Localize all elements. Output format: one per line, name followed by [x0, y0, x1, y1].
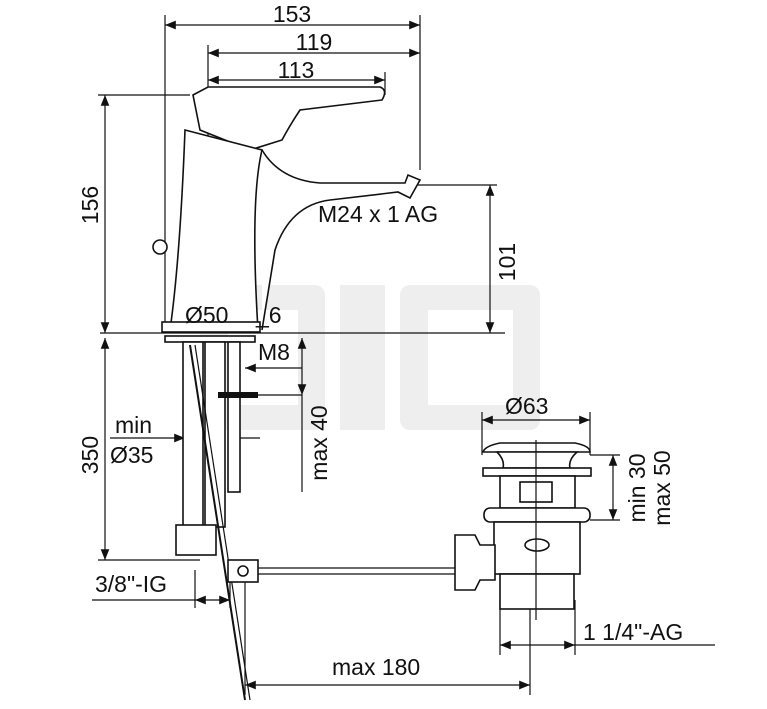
faucet-hoses [175, 341, 455, 701]
dim-101: 101 [494, 243, 520, 281]
dim-min-30: min 30 [624, 453, 650, 522]
dim-max-40: max 40 [306, 405, 332, 480]
hose-connection-label: 3/8"-IG [95, 571, 167, 597]
dim-base-diameter: Ø50 [185, 302, 228, 328]
dim-base-thickness: _6 [255, 302, 282, 328]
faucet-body [152, 86, 422, 343]
dim-max-50: max 50 [649, 450, 675, 525]
min-label: min [115, 412, 152, 438]
dim-350: 350 [77, 436, 103, 474]
pop-up-drain [454, 440, 592, 620]
dim-113: 113 [278, 57, 315, 83]
dim-hole-diameter: Ø35 [110, 442, 153, 468]
dim-max-180: max 180 [332, 654, 420, 680]
stud-thread-label: M8 [258, 339, 290, 365]
dim-cap-diameter: Ø63 [505, 393, 548, 419]
dimension-labels: 153 119 113 156 101 M24 x 1 AG Ø50 _6 M8… [77, 1, 683, 680]
dim-153: 153 [273, 1, 311, 27]
dim-119: 119 [296, 29, 333, 55]
aerator-thread-label: M24 x 1 AG [318, 201, 438, 227]
dim-156: 156 [77, 186, 103, 224]
outlet-thread-label: 1 1/4"-AG [583, 619, 683, 645]
dimension-lines [92, 20, 715, 690]
